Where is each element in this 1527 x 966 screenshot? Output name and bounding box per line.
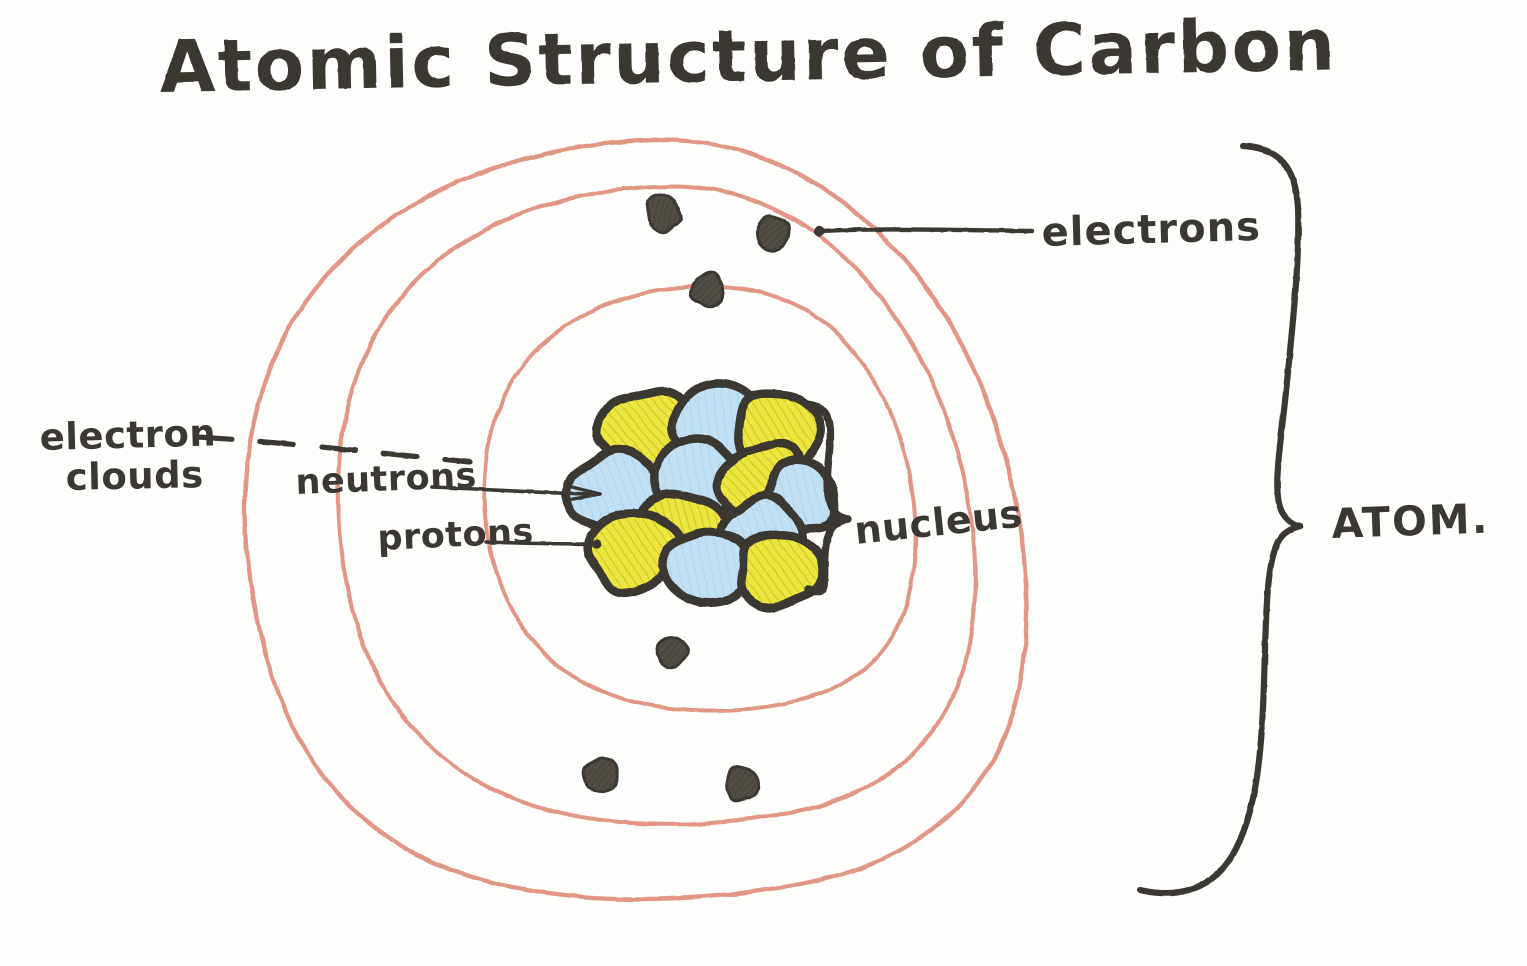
orbit-outer-shell xyxy=(242,137,1029,902)
nucleus-cluster xyxy=(561,379,839,613)
electron-clouds-leader-line xyxy=(195,434,473,465)
electron-dot xyxy=(581,756,619,794)
neutrons-leader-line xyxy=(430,484,602,502)
electron-dot xyxy=(689,270,725,309)
neutrons-label: neutrons xyxy=(295,456,478,503)
electrons-label: electrons xyxy=(1041,204,1261,256)
electron-clouds-label-line1: electron xyxy=(39,411,217,459)
page-title-text: Atomic Structure of Carbon xyxy=(159,2,1338,109)
electron-blob xyxy=(581,756,619,794)
protons-label: protons xyxy=(377,512,535,559)
electron-blob xyxy=(689,270,725,309)
page-title: Atomic Structure of Carbon xyxy=(159,2,1338,109)
electrons-leader-line xyxy=(813,225,1035,237)
electron-cloud-orbits xyxy=(242,137,1029,902)
electron-dot xyxy=(645,192,683,234)
electron-blob xyxy=(725,765,761,803)
proton-circle xyxy=(737,530,828,613)
electron-clouds-label-line2: clouds xyxy=(65,453,204,499)
electrons-group xyxy=(581,192,791,803)
proton-nucleon xyxy=(737,530,828,613)
protons-leader-line xyxy=(484,539,602,549)
electron-blob xyxy=(755,214,791,253)
nucleus-label: nucleus xyxy=(852,492,1024,553)
neutron-circle xyxy=(658,527,751,608)
electron-dot xyxy=(725,765,761,803)
orbit-middle-shell xyxy=(335,183,978,827)
electron-dot xyxy=(755,214,791,253)
atom-label: ATOM. xyxy=(1331,495,1490,548)
proton-circle xyxy=(584,509,686,598)
electron-dot xyxy=(655,635,691,670)
nucleus-brace xyxy=(802,400,852,596)
proton-nucleon xyxy=(584,509,686,598)
neutron-nucleon xyxy=(658,527,751,608)
orbit-inner-shell xyxy=(482,283,918,713)
electron-blob xyxy=(645,192,683,234)
atom-brace xyxy=(1136,142,1304,897)
electron-blob xyxy=(655,635,691,670)
